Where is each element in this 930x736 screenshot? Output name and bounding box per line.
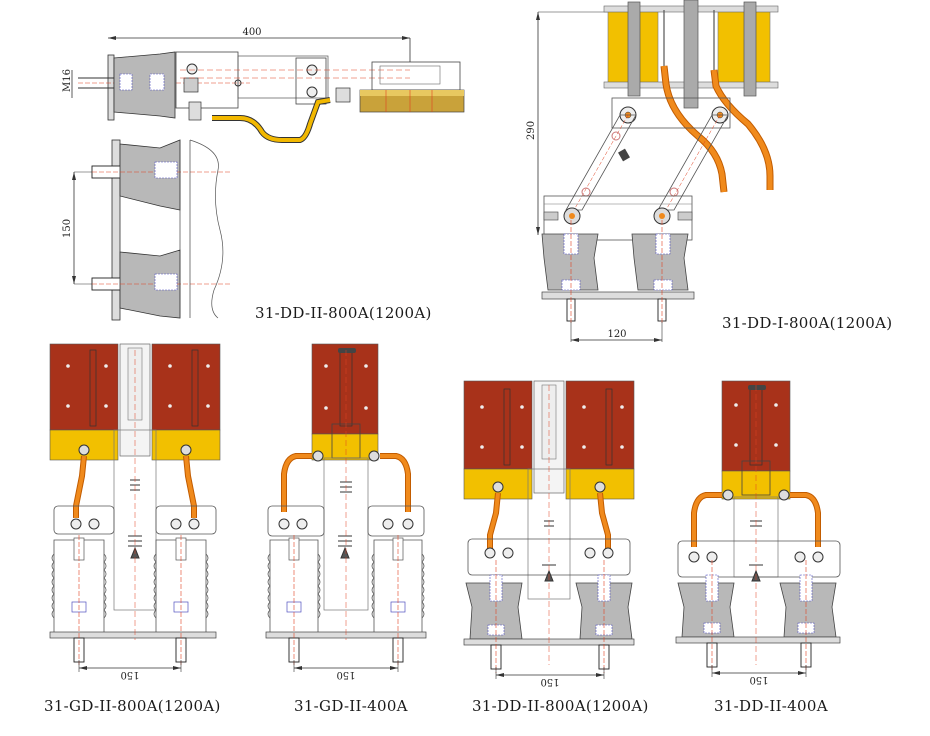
dd-i-800a-drawing: 290 [526,0,779,342]
diagram-gd-ii-800a: 150 31-GD-II-800A(1200A) [40,340,250,715]
caption-dd-ii-800a-side: 31-DD-II-800A(1200A) [255,304,432,322]
caption-gd-ii-400a: 31-GD-II-400A [294,697,408,715]
dd-ii-800a-side-drawing: 400 M16 [62,27,465,321]
lower-insulator [91,249,230,319]
dim-150-label: 150 [749,674,768,685]
dim-290-label: 290 [526,121,537,140]
dim-150-label: 150 [540,676,559,687]
diagram-gd-ii-400a: 150 31-GD-II-400A [260,340,440,715]
diagram-dd-i-800a: 290 [520,0,930,345]
gd-ii-400a-drawing: 150 [265,343,427,680]
diagram-dd-ii-400a: 150 31-DD-II-400A [670,375,870,715]
caption-dd-ii-800a-front: 31-DD-II-800A(1200A) [472,697,649,715]
caption-dd-i-800a: 31-DD-I-800A(1200A) [722,314,893,332]
caption-dd-ii-400a: 31-DD-II-400A [714,697,828,715]
dim-120-label: 120 [607,329,626,340]
caption-gd-ii-800a: 31-GD-II-800A(1200A) [44,697,221,715]
gd-ii-800a-drawing: 150 [49,343,221,680]
upper-insulator [91,139,230,211]
dim-400-label: 400 [242,27,261,38]
dim-150-label: 150 [336,669,355,680]
diagram-dd-ii-800a-side: 400 M16 [0,0,480,335]
dim-m16-label: M16 [62,69,73,92]
dim-150-label: 150 [62,219,73,238]
dim-150-label: 150 [120,669,139,680]
dd-ii-800a-front-drawing: 150 [463,380,635,687]
diagram-dd-ii-800a-front: 150 31-DD-II-800A(1200A) [460,375,670,715]
dd-ii-400a-drawing: 150 [675,380,841,685]
